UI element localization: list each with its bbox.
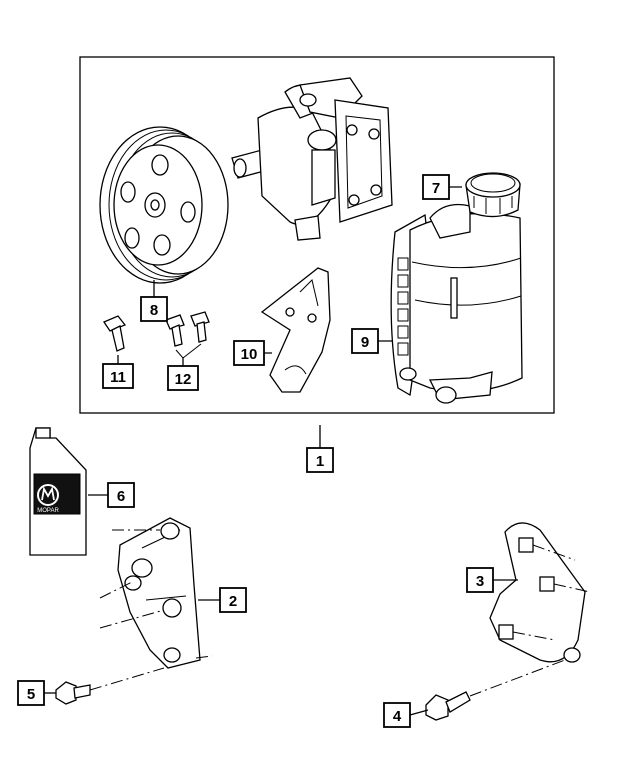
svg-text:2: 2 [229,593,237,610]
svg-text:6: 6 [117,488,125,505]
callout-4: 4 [383,702,411,728]
reservoir [390,203,523,404]
bottle-brand-logo: MOPAR [37,508,59,514]
reservoir-cap [465,172,521,218]
assembly-frame [79,56,555,414]
svg-text:12: 12 [175,371,192,388]
bolt-4 [425,691,471,721]
callout-11: 11 [102,363,134,389]
callout-6: 6 [107,482,135,508]
pulley [99,126,229,284]
callout-7: 7 [422,174,450,200]
centerline [99,581,133,599]
fluid-bottle: MOPAR [29,427,87,556]
svg-text:5: 5 [27,686,35,703]
centerline [469,659,566,697]
svg-text:3: 3 [476,573,484,590]
centerline [89,667,165,691]
svg-text:9: 9 [361,334,369,351]
callout-2: 2 [219,587,247,613]
bracket-10 [260,267,331,393]
svg-text:10: 10 [241,346,258,363]
leader-line [409,709,429,716]
callout-10: 10 [233,340,265,366]
mount-bracket-2 [117,517,201,669]
callout-1: 1 [306,447,334,473]
power-steering-pump [231,77,393,241]
mount-bracket-3 [489,522,586,663]
centerline [195,655,213,659]
centerline [99,609,165,629]
bolt-11 [103,315,127,352]
bolts-12 [165,311,210,359]
centerline [532,544,576,561]
callout-9: 9 [351,328,379,354]
reservoir-ribs [397,257,409,356]
svg-text:1: 1 [316,453,324,470]
callout-3: 3 [466,567,494,593]
svg-text:11: 11 [110,369,126,386]
callout-12: 12 [167,365,199,391]
svg-text:4: 4 [393,708,402,725]
svg-text:8: 8 [150,302,158,319]
callout-5: 5 [17,680,45,706]
centerline [553,583,591,593]
callout-8: 8 [140,296,168,322]
svg-text:7: 7 [432,180,440,197]
bolt-5 [55,681,91,705]
centerline [512,631,556,641]
